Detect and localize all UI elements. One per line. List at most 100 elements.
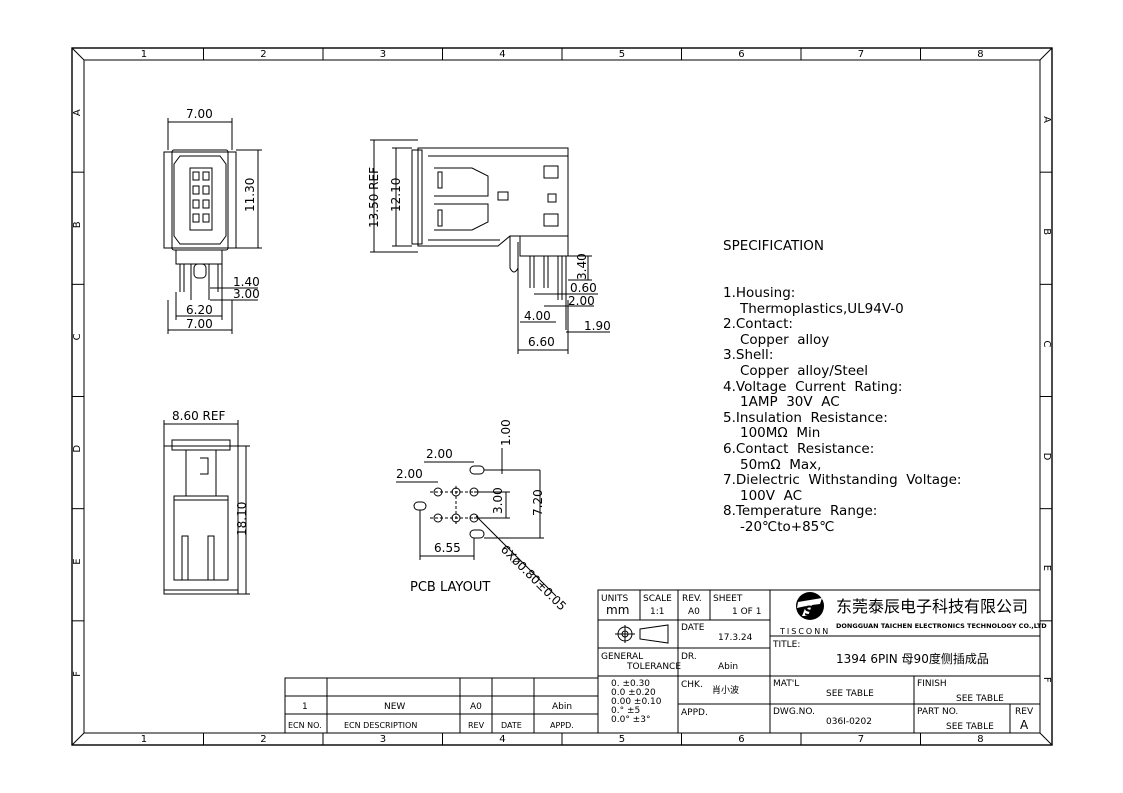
part-value: SEE TABLE [946, 722, 994, 732]
dim-front-span2: 7.00 [186, 317, 213, 331]
row-label: B [1041, 228, 1052, 235]
appd-label: APPD. [681, 708, 708, 718]
column-label: 6 [738, 49, 744, 60]
units-value: mm [606, 603, 629, 617]
rev-row-desc: NEW [384, 702, 405, 712]
date-label: DATE [681, 623, 705, 633]
drawing-title: 1394 6PIN 母90度侧插成品 [836, 651, 989, 666]
specification: SPECIFICATION 1.Housing:Thermoplastics,U… [723, 208, 961, 535]
dim-pcb-100: 1.00 [499, 419, 513, 446]
dim-pcb-720: 7.20 [531, 489, 545, 516]
dim-front-height: 11.30 [243, 178, 257, 212]
dim-side-400: 4.00 [524, 309, 551, 323]
company-logo-icon: S [796, 592, 824, 620]
row-label: C [72, 333, 83, 340]
rev-header-rev: REV [468, 721, 485, 730]
general-label: GENERAL [601, 652, 643, 662]
revision-table [284, 677, 599, 734]
spec-line: 8.Temperature Range: [723, 503, 878, 520]
dim-top-ref: 8.60 REF [172, 409, 225, 423]
dwg-label: DWG.NO. [773, 707, 815, 717]
title-block-text: UNITS mm SCALE 1:1 REV. A0 SHEET 1 OF 1 … [601, 594, 1047, 732]
column-label: 1 [141, 49, 147, 60]
dim-side-h: 12.10 [389, 178, 403, 212]
row-label: B [72, 221, 83, 228]
column-label: 2 [260, 49, 266, 60]
dim-pcb-holes: 6Xø0.80±0.05 [498, 542, 569, 613]
spec-line: Copper alloy [740, 331, 830, 348]
scale-label: SCALE [643, 594, 672, 604]
column-label: 7 [858, 49, 864, 60]
spec-title: SPECIFICATION [723, 238, 824, 255]
tol-line-1: 0. ±0.30 [611, 679, 650, 689]
dim-top-h: 18.10 [235, 502, 249, 536]
rev-header-desc: ECN DESCRIPTION [344, 721, 417, 730]
company-name-en: DONGGUAN TAICHEN ELECTRONICS TECHNOLOGY … [836, 622, 1047, 630]
svg-text:S: S [804, 604, 814, 620]
column-label: 5 [619, 734, 625, 745]
row-label: F [1041, 677, 1052, 683]
spec-line: 5.Insulation Resistance: [723, 409, 888, 426]
rev-header-date: DATE [501, 721, 522, 730]
finish-value: SEE TABLE [956, 694, 1004, 704]
dim-side-660: 6.60 [528, 335, 555, 349]
side-view [370, 139, 610, 354]
dim-front-width: 7.00 [186, 107, 213, 121]
company-name-cn: 东莞泰辰电子科技有限公司 [836, 597, 1028, 616]
rev2-value: A [1020, 718, 1029, 732]
title-label: TITLE: [772, 640, 800, 650]
column-label: 1 [141, 734, 147, 745]
column-label: 8 [977, 734, 983, 745]
dr-value: Abin [718, 662, 738, 672]
spec-line: Copper alloy/Steel [740, 362, 869, 379]
top-view [163, 420, 250, 595]
row-label: E [1041, 565, 1052, 571]
column-label: 3 [380, 734, 386, 745]
logo-text: TISCONN [779, 627, 830, 636]
spec-line: 100V AC [740, 487, 803, 504]
dim-pcb-200b: 2.00 [396, 467, 423, 481]
rev-row-ecn: 1 [302, 702, 308, 712]
chk-value: 肖小波 [712, 684, 739, 696]
dr-label: DR. [681, 652, 697, 662]
dim-pcb-300: 3.00 [491, 487, 505, 514]
rev-row-appd: Abin [552, 702, 572, 712]
part-label: PART NO. [917, 707, 958, 717]
row-label: E [72, 558, 83, 564]
column-label: 8 [977, 49, 983, 60]
rev-value: A0 [688, 607, 700, 617]
dwg-value: 036I-0202 [826, 717, 872, 727]
dim-pcb-655: 6.55 [434, 541, 461, 555]
row-label: A [1041, 116, 1052, 123]
row-label: C [1041, 340, 1052, 347]
row-label: D [72, 445, 83, 453]
spec-line: 4.Voltage Current Rating: [723, 378, 903, 395]
sheet-label: SHEET [713, 594, 743, 604]
chk-label: CHK. [681, 680, 703, 690]
spec-line: 1AMP 30V AC [740, 394, 840, 411]
spec-line: 50mΩ Max, [740, 456, 822, 473]
rev-header-appd: APPD. [550, 721, 574, 730]
row-label: D [1041, 453, 1052, 461]
rev2-label: REV [1015, 707, 1034, 717]
dim-side-200: 2.00 [568, 294, 595, 308]
spec-line: 1.Housing: [723, 284, 796, 301]
dim-front-pin2: 3.00 [233, 287, 260, 301]
column-label: 3 [380, 49, 386, 60]
pcb-layout-label: PCB LAYOUT [410, 580, 490, 595]
finish-label: FINISH [917, 679, 947, 689]
column-label: 6 [738, 734, 744, 745]
column-label: 5 [619, 49, 625, 60]
dim-side-ref: 13.50 REF [367, 167, 381, 228]
spec-line: Thermoplastics,UL94V-0 [740, 300, 904, 317]
dim-side-190: 1.90 [584, 319, 611, 333]
rev-header-ecn: ECN NO. [288, 721, 322, 730]
tolerance-label: TOLERANCE [626, 662, 681, 672]
spec-line: -20℃to+85℃ [740, 518, 835, 535]
front-view [163, 118, 262, 334]
spec-line: 7.Dielectric Withstanding Voltage: [723, 472, 962, 489]
column-label: 4 [499, 49, 505, 60]
rev-label: REV. [682, 594, 702, 604]
